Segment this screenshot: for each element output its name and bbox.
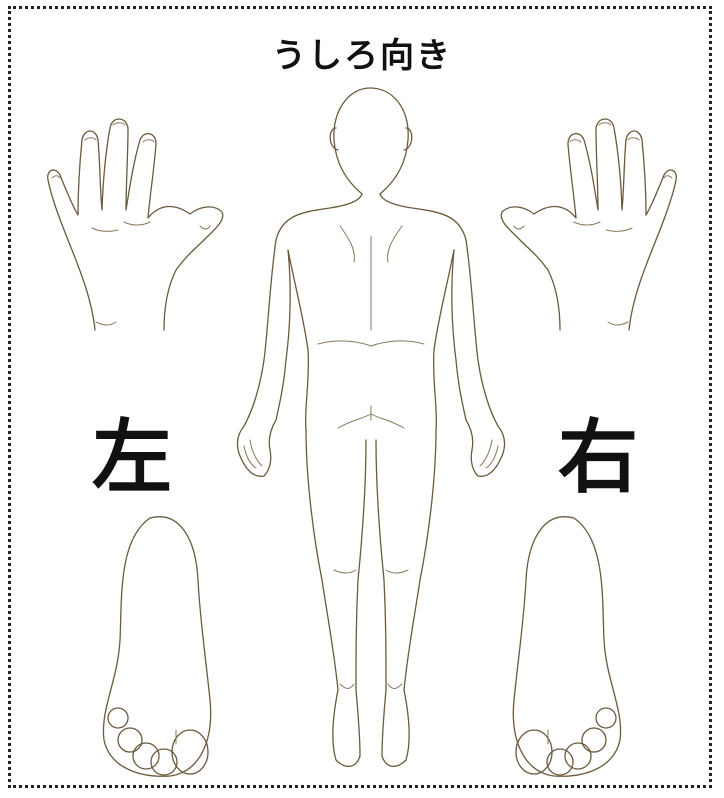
left-foot-sole[interactable]: [103, 517, 210, 777]
left-hand[interactable]: [48, 119, 223, 330]
right-foot-sole[interactable]: [513, 517, 620, 777]
right-hand[interactable]: [501, 119, 676, 330]
body-back-view[interactable]: [237, 88, 504, 766]
